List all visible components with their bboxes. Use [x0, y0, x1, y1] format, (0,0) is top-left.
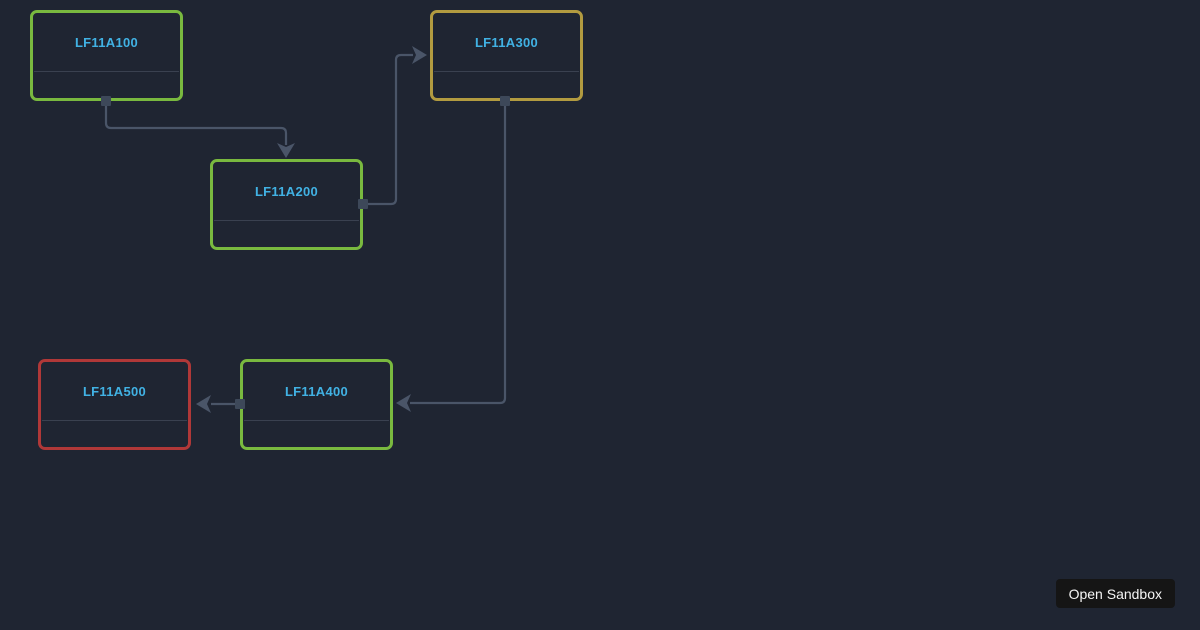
node-footer [243, 421, 390, 447]
open-sandbox-button[interactable]: Open Sandbox [1055, 579, 1175, 608]
edge-lf11a100-lf11a200[interactable] [104, 106, 295, 158]
node-footer [41, 421, 188, 447]
node-divider [42, 420, 187, 421]
node-label: LF11A200 [254, 183, 319, 199]
node-footer [433, 72, 580, 98]
node-label: LF11A100 [74, 34, 139, 50]
node-label: LF11A500 [82, 383, 147, 399]
node-footer [213, 221, 360, 247]
node-divider [244, 420, 389, 421]
node-divider [434, 71, 579, 72]
flow-node-lf11a300[interactable]: LF11A300 [430, 10, 583, 101]
flow-node-lf11a500[interactable]: LF11A500 [38, 359, 191, 450]
edge-lf11a200-lf11a300[interactable] [368, 46, 427, 206]
flow-node-lf11a400[interactable]: LF11A400 [240, 359, 393, 450]
edge-lf11a300-lf11a400[interactable] [396, 106, 507, 412]
flow-node-lf11a200[interactable]: LF11A200 [210, 159, 363, 250]
node-label: LF11A300 [474, 34, 539, 50]
flow-node-lf11a100[interactable]: LF11A100 [30, 10, 183, 101]
node-divider [34, 71, 179, 72]
node-handle-lf11a100-source[interactable] [101, 96, 111, 106]
node-handle-lf11a200-source[interactable] [358, 199, 368, 209]
node-handle-lf11a400-source[interactable] [235, 399, 245, 409]
edge-lf11a400-lf11a500[interactable] [196, 395, 235, 413]
node-handle-lf11a300-source[interactable] [500, 96, 510, 106]
node-divider [214, 220, 359, 221]
node-footer [33, 72, 180, 98]
node-label: LF11A400 [284, 383, 349, 399]
